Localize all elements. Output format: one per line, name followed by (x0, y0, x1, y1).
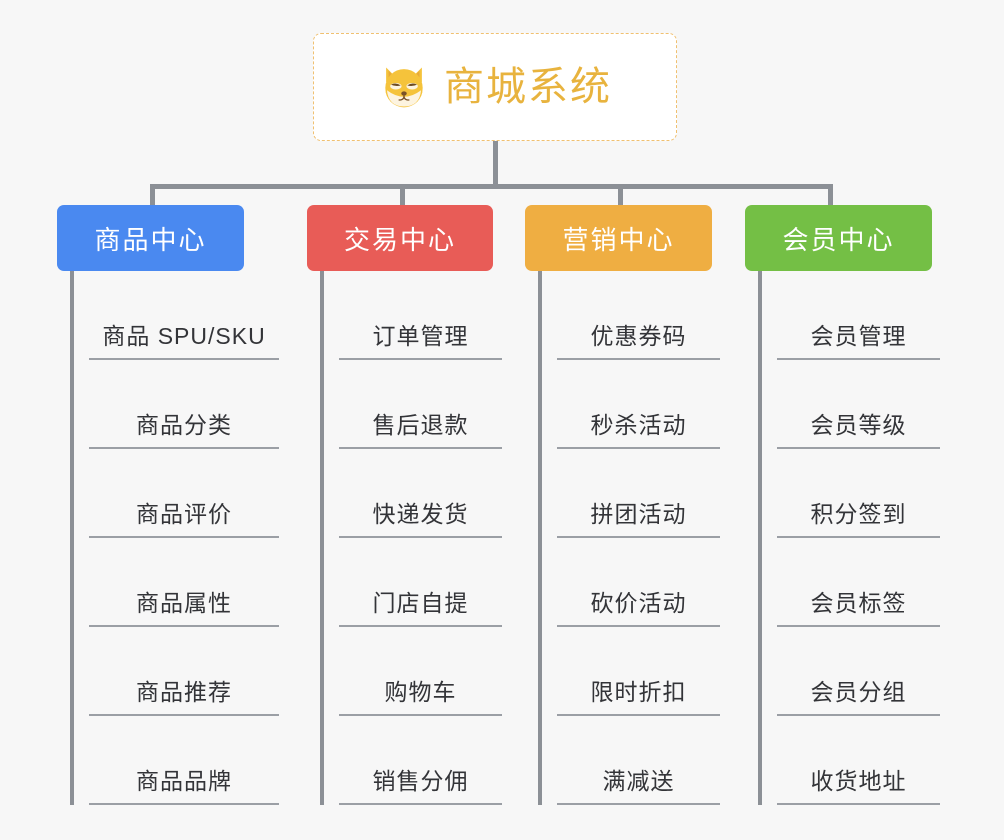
list-item[interactable]: 商品属性 (89, 538, 279, 627)
list-item[interactable]: 商品分类 (89, 360, 279, 449)
branch-items-3: 会员管理 会员等级 积分签到 会员标签 会员分组 收货地址 (758, 271, 940, 805)
list-item-label: 商品推荐 (136, 679, 232, 705)
list-item[interactable]: 会员管理 (777, 271, 940, 360)
list-item[interactable]: 优惠券码 (557, 271, 720, 360)
list-item[interactable]: 售后退款 (339, 360, 502, 449)
list-item[interactable]: 购物车 (339, 627, 502, 716)
branch-header-0[interactable]: 商品中心 (57, 205, 244, 271)
list-item-label: 商品属性 (136, 590, 232, 616)
list-item-label: 砍价活动 (590, 590, 687, 616)
list-item-label: 积分签到 (810, 501, 907, 527)
branch-items-0: 商品 SPU/SKU 商品分类 商品评价 商品属性 商品推荐 商品品牌 (70, 271, 279, 805)
list-item-label: 销售分佣 (372, 768, 469, 794)
list-item-label: 订单管理 (372, 323, 469, 349)
list-item[interactable]: 砍价活动 (557, 538, 720, 627)
connector-drop-0 (150, 187, 155, 207)
list-item-label: 会员标签 (810, 590, 907, 616)
list-item-label: 会员管理 (810, 323, 907, 349)
list-item-label: 商品 SPU/SKU (102, 323, 266, 349)
root-title: 商城系统 (444, 65, 612, 109)
list-item[interactable]: 会员等级 (777, 360, 940, 449)
connector-drop-2 (618, 187, 623, 207)
list-item-label: 拼团活动 (590, 501, 687, 527)
list-item-label: 快递发货 (372, 501, 469, 527)
list-item-label: 满减送 (602, 768, 675, 794)
list-item[interactable]: 商品推荐 (89, 627, 279, 716)
list-item-label: 会员等级 (810, 412, 907, 438)
list-item-label: 限时折扣 (590, 679, 687, 705)
list-item-label: 秒杀活动 (590, 412, 687, 438)
list-item[interactable]: 拼团活动 (557, 449, 720, 538)
list-item-label: 售后退款 (372, 412, 469, 438)
shiba-dog-icon (378, 61, 430, 113)
list-item-label: 商品品牌 (136, 768, 232, 794)
connector-root-stem (493, 141, 498, 187)
list-item-label: 门店自提 (372, 590, 469, 616)
list-item-label: 购物车 (384, 679, 457, 705)
list-item-label: 会员分组 (810, 679, 907, 705)
branch-column-0: 商品中心 商品 SPU/SKU 商品分类 商品评价 商品属性 商品推荐 商品品牌 (57, 205, 279, 805)
list-item-label: 商品评价 (136, 501, 232, 527)
list-item[interactable]: 订单管理 (339, 271, 502, 360)
branch-items-2: 优惠券码 秒杀活动 拼团活动 砍价活动 限时折扣 满减送 (538, 271, 720, 805)
root-node[interactable]: 商城系统 (313, 33, 677, 141)
branch-items-1: 订单管理 售后退款 快递发货 门店自提 购物车 销售分佣 (320, 271, 502, 805)
list-item[interactable]: 会员分组 (777, 627, 940, 716)
list-item[interactable]: 限时折扣 (557, 627, 720, 716)
branch-column-2: 营销中心 优惠券码 秒杀活动 拼团活动 砍价活动 限时折扣 满减送 (525, 205, 725, 805)
branch-header-1[interactable]: 交易中心 (307, 205, 493, 271)
connector-horizontal-bus (150, 184, 833, 189)
list-item[interactable]: 商品评价 (89, 449, 279, 538)
list-item-label: 收货地址 (810, 768, 907, 794)
branch-column-1: 交易中心 订单管理 售后退款 快递发货 门店自提 购物车 销售分佣 (307, 205, 507, 805)
connector-drop-3 (828, 187, 833, 207)
list-item[interactable]: 快递发货 (339, 449, 502, 538)
list-item[interactable]: 收货地址 (777, 716, 940, 805)
branch-header-2[interactable]: 营销中心 (525, 205, 712, 271)
list-item[interactable]: 门店自提 (339, 538, 502, 627)
branch-header-3[interactable]: 会员中心 (745, 205, 932, 271)
list-item[interactable]: 积分签到 (777, 449, 940, 538)
list-item[interactable]: 商品 SPU/SKU (89, 271, 279, 360)
branch-column-3: 会员中心 会员管理 会员等级 积分签到 会员标签 会员分组 收货地址 (745, 205, 945, 805)
list-item[interactable]: 满减送 (557, 716, 720, 805)
list-item-label: 优惠券码 (590, 323, 687, 349)
list-item-label: 商品分类 (136, 412, 232, 438)
list-item[interactable]: 销售分佣 (339, 716, 502, 805)
list-item[interactable]: 商品品牌 (89, 716, 279, 805)
connector-drop-1 (400, 187, 405, 207)
list-item[interactable]: 会员标签 (777, 538, 940, 627)
list-item[interactable]: 秒杀活动 (557, 360, 720, 449)
